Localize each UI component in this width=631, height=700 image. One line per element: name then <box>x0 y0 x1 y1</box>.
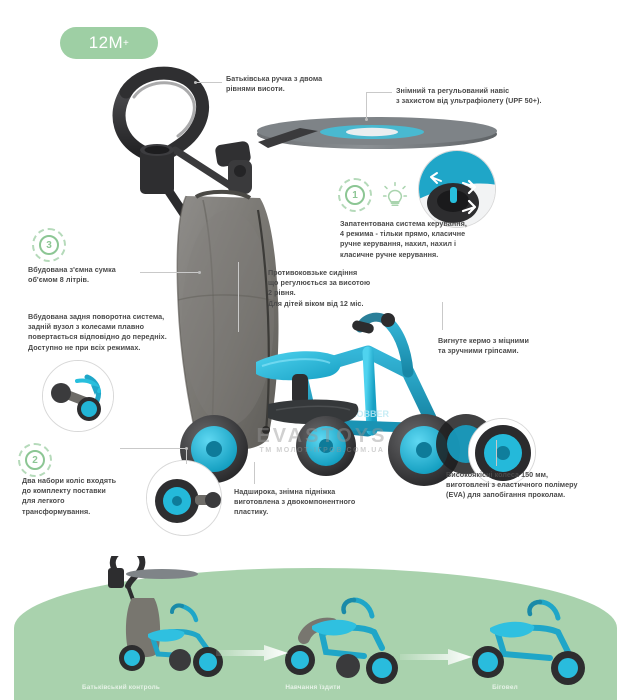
canopy-part <box>257 117 497 149</box>
age-badge-value: 12M <box>88 33 124 52</box>
handlebar-part <box>352 312 414 378</box>
leader-dot-canopy <box>364 118 368 121</box>
detail-circle-eva-wheel <box>468 418 536 486</box>
leader-dot-parent-handle <box>194 80 197 84</box>
marker-ring-dashed <box>338 178 372 212</box>
callout-wheel-sets: Два набори коліс входять до комплекту по… <box>22 476 117 516</box>
transform-stage-1 <box>108 556 223 677</box>
arrow-right-icon <box>400 649 472 665</box>
stage-caption-2: Навчання їздити <box>285 684 341 691</box>
callout-wheels-eva: Високоякісні колеса 150 мм, виготовлені … <box>446 470 578 500</box>
marker-number: 3 <box>39 235 59 255</box>
leader-wheelsets-v <box>186 448 187 464</box>
marker-number: 1 <box>345 185 365 205</box>
callout-storage-bag: Вбудована з'ємна сумка об'ємом 8 літрів. <box>28 265 116 285</box>
transformation-panel: Батьківський контроль Навчання їздити Бі… <box>0 556 631 700</box>
detail-circle-rear-swivel <box>42 360 114 432</box>
marker-1-steering: 1 <box>338 178 372 212</box>
leader-dot-bag <box>198 270 201 274</box>
detail-circle-wheel-sets <box>146 460 222 536</box>
leader-seat-v <box>238 262 239 332</box>
canopy-mount-part <box>215 141 252 194</box>
callout-seat: Противоковзьке сидіння що регулюється за… <box>268 268 371 308</box>
seat-part <box>256 351 341 404</box>
stage-caption-1: Батьківський контроль <box>81 684 161 691</box>
storage-bag-part <box>176 189 279 450</box>
leader-footrest-v <box>254 462 255 484</box>
lightbulb-icon <box>382 181 408 209</box>
age-badge-suffix: + <box>123 37 130 49</box>
marker-ring-dashed <box>32 228 66 262</box>
detail-circle-steering <box>418 150 496 228</box>
leader-canopy-h <box>366 92 392 93</box>
stage-caption-3: Біговел <box>492 684 518 691</box>
mid-wheel-part <box>296 416 356 476</box>
callout-parent-handle: Батьківська ручка з двома рівнями висоти… <box>226 74 323 94</box>
leader-bag <box>140 272 200 273</box>
leader-parent-handle <box>196 82 222 83</box>
leader-dot-wheelsets <box>184 446 188 450</box>
marker-2-wheel-sets: 2 <box>18 443 52 477</box>
product-illustration-stage: GLOBBER <box>42 66 536 536</box>
transform-stage-3 <box>472 599 585 685</box>
callout-footrest: Надширока, знімна підніжка виготовлена з… <box>234 487 356 517</box>
leader-eva-v <box>496 440 497 466</box>
leader-canopy-v <box>366 92 367 120</box>
arrow-right-icon <box>216 645 288 661</box>
marker-3-storage-bag: 3 <box>32 228 66 262</box>
callout-rear-swivel: Вбудована задня поворотна система, задні… <box>28 312 167 352</box>
transform-stage-2 <box>285 597 398 684</box>
leader-wheelsets <box>120 448 186 449</box>
cup-holder-part <box>140 144 174 194</box>
svg-text:GLOBBER: GLOBBER <box>344 409 390 419</box>
leader-handlebar-v <box>442 302 443 330</box>
age-badge: 12M+ <box>60 27 158 59</box>
marker-ring-dashed <box>18 443 52 477</box>
callout-handlebar: Вигнуте кермо з міцними та зручними гріп… <box>438 336 529 356</box>
callout-steering-system: Запатентована система керування, 4 режим… <box>340 219 467 259</box>
parent-handle-part <box>112 66 252 237</box>
marker-number: 2 <box>25 450 45 470</box>
callout-canopy: Знімний та регульований навіс з захистом… <box>396 86 542 106</box>
